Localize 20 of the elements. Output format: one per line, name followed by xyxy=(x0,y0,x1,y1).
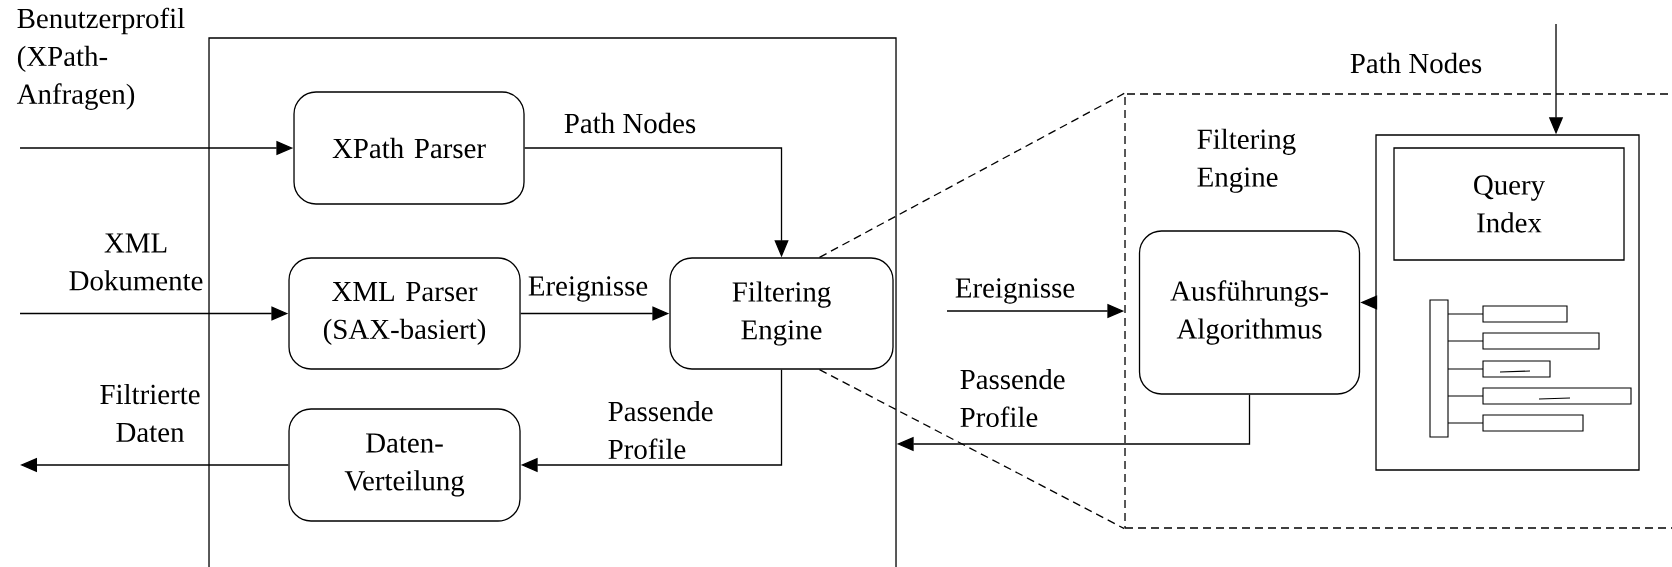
process-box: Filtering Engine xyxy=(669,257,894,370)
edge-label: Benutzerprofil (XPath- Anfragen) xyxy=(16,7,185,110)
index-box xyxy=(1375,134,1640,471)
edge-label: Filtrierte Daten xyxy=(100,383,200,443)
process-box: XPath Parser xyxy=(293,91,525,205)
query-index-box: Query Index xyxy=(1393,147,1625,261)
edge-label: Passende Profile xyxy=(608,400,713,460)
process-box: Daten- Verteilung xyxy=(288,408,521,522)
process-box: Ausführungs- Algorithmus xyxy=(1138,230,1361,395)
edge-label: Passende Profile xyxy=(960,368,1065,428)
zoom-line xyxy=(818,92,1125,258)
system-box xyxy=(208,37,897,567)
edge-label: Ereignisse xyxy=(955,278,1075,304)
process-box: XML Parser (SAX-basiert) xyxy=(288,257,521,370)
panel-heading: Filtering Engine xyxy=(1197,128,1296,193)
edge-label: Ereignisse xyxy=(528,276,648,302)
edge-label: XML Dokumente xyxy=(69,233,203,291)
zoom-line xyxy=(818,369,1125,530)
edge-label: Path Nodes xyxy=(564,112,696,134)
edge-label: Path Nodes xyxy=(1350,52,1482,74)
